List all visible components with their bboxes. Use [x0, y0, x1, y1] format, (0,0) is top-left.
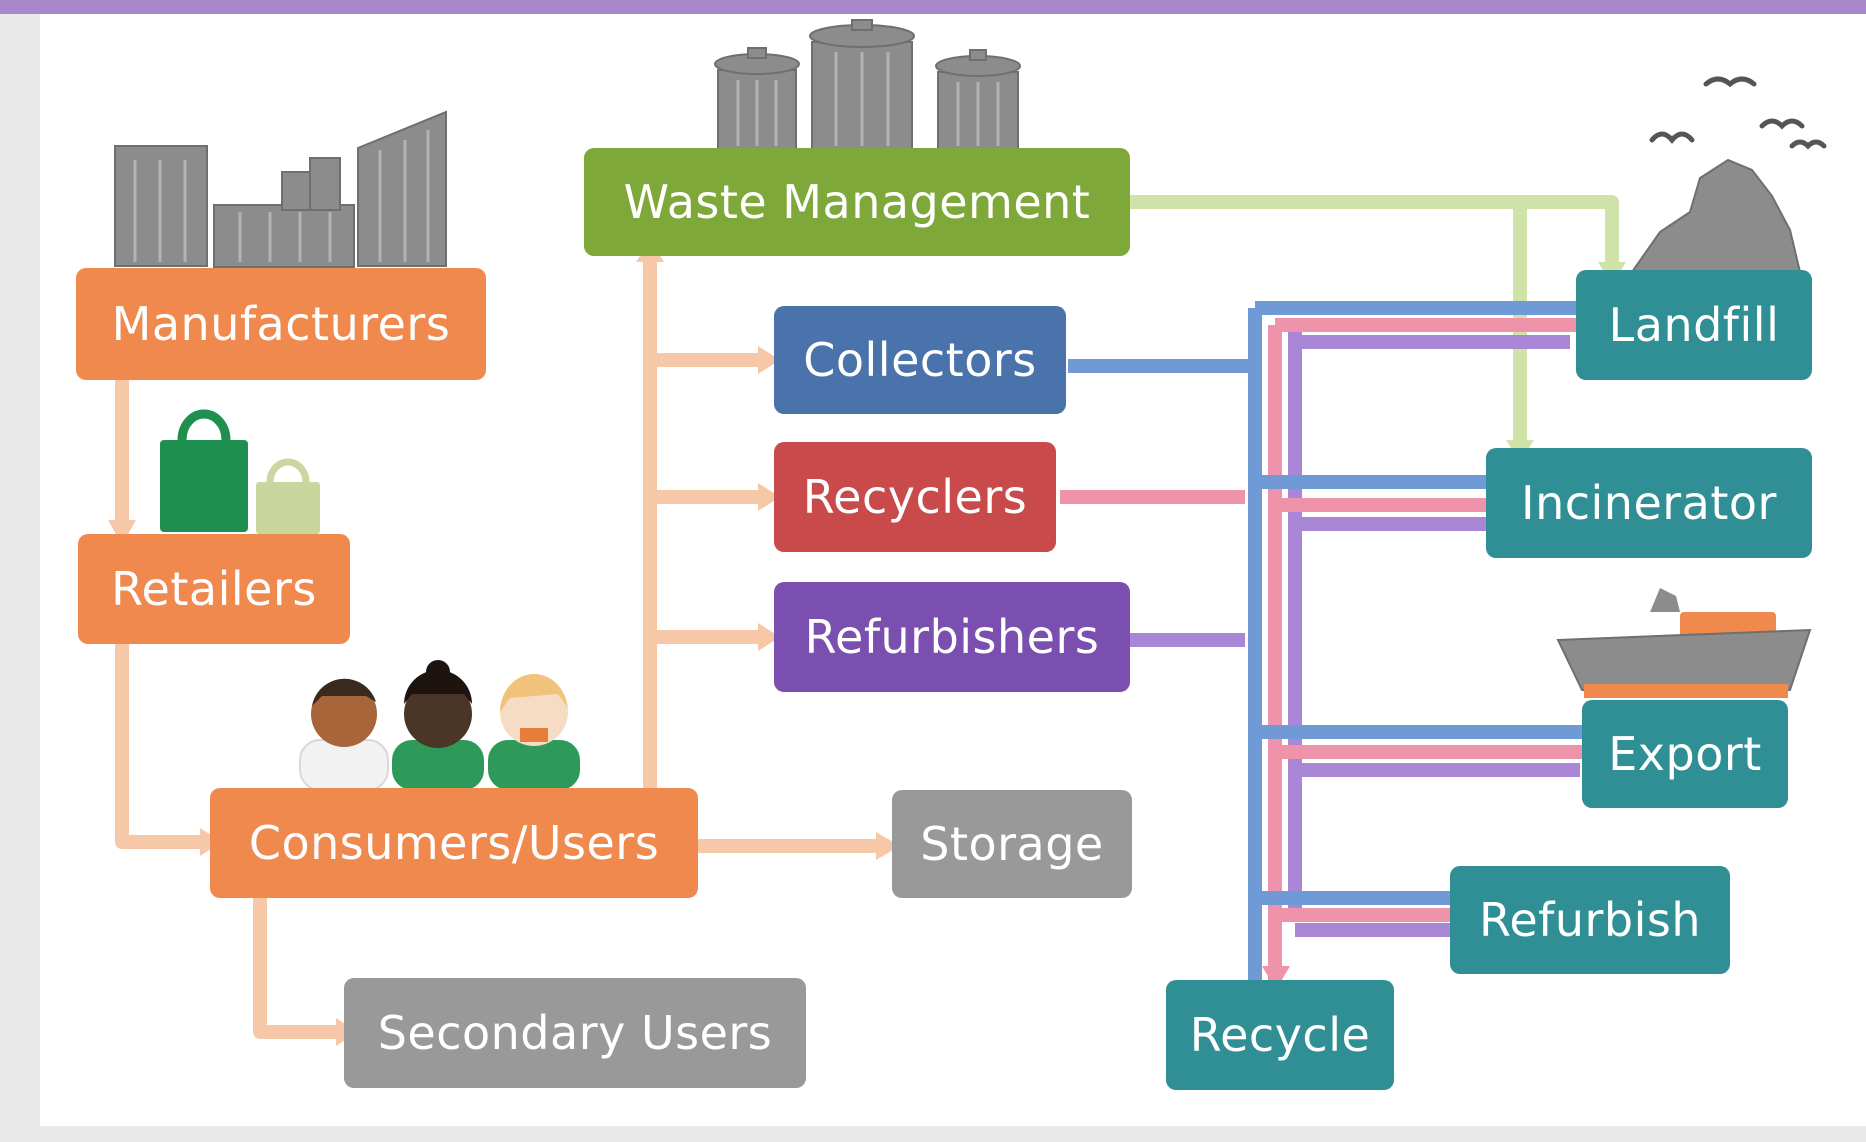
consumers-users-node: Consumers/Users [210, 788, 698, 898]
recyclers-node: Recyclers [774, 442, 1056, 552]
consumers-users-label: Consumers/Users [248, 816, 660, 870]
factory-icon [114, 110, 447, 268]
recycle-node: Recycle [1166, 980, 1394, 1090]
trash-cans-icon [714, 19, 1021, 151]
incinerator-label: Incinerator [1521, 476, 1777, 530]
retailers-label: Retailers [111, 562, 317, 616]
secondary-users-label: Secondary Users [377, 1006, 773, 1060]
collectors-arrowhead [758, 346, 780, 374]
top-accent-bar [0, 0, 1866, 14]
refurbishers-arrowhead [758, 623, 780, 651]
waste-management-label: Waste Management [623, 175, 1091, 229]
storage-arrowhead [876, 832, 900, 860]
waste-management-node: Waste Management [584, 148, 1130, 256]
pink-connectors [1060, 318, 1585, 990]
collectors-node: Collectors [774, 306, 1066, 414]
secondary-users-node: Secondary Users [344, 978, 806, 1088]
refurbishers-node: Refurbishers [774, 582, 1130, 692]
landfill-label: Landfill [1608, 298, 1780, 352]
manufacturers-label: Manufacturers [111, 297, 451, 351]
retailers-arrowhead [108, 520, 136, 545]
recyclers-label: Recyclers [802, 470, 1028, 524]
cargo-ship-icon [1556, 588, 1812, 698]
export-label: Export [1608, 727, 1762, 781]
people-icon [299, 660, 580, 791]
landfill-node: Landfill [1576, 270, 1812, 380]
purple-connectors [1128, 320, 1580, 937]
incinerator-node: Incinerator [1486, 448, 1812, 558]
collectors-label: Collectors [803, 333, 1037, 387]
export-node: Export [1582, 700, 1788, 808]
waste-to-landfill-connector [1130, 195, 1619, 265]
retailers-to-consumers-connector [115, 640, 206, 849]
retailers-node: Retailers [78, 534, 350, 644]
recycle-label: Recycle [1189, 1008, 1371, 1062]
shopping-bags-icon [160, 409, 320, 534]
consumers-to-secondary-connector [253, 898, 340, 1039]
refurbishers-label: Refurbishers [804, 610, 1100, 664]
recyclers-arrowhead [758, 483, 780, 511]
manufacturers-node: Manufacturers [76, 268, 486, 380]
refurbish-label: Refurbish [1478, 893, 1702, 947]
storage-node: Storage [892, 790, 1132, 898]
landfill-mound-icon [1630, 158, 1802, 273]
storage-label: Storage [920, 817, 1104, 871]
birds-icon [1649, 76, 1827, 150]
refurbish-node: Refurbish [1450, 866, 1730, 974]
blue-connectors [1068, 301, 1585, 980]
